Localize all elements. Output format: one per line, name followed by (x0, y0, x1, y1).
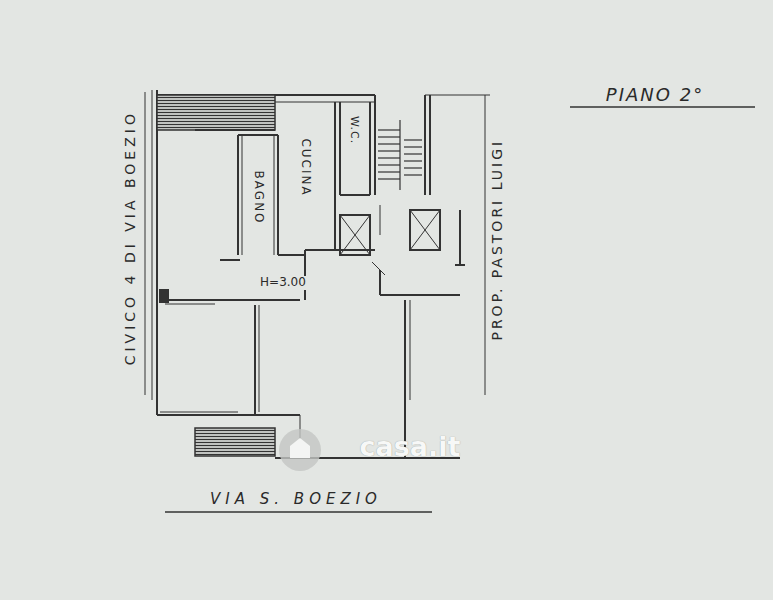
room-label: BAGNO (251, 171, 264, 225)
watermark: casa.it (360, 432, 461, 462)
street-label: VIA S. BOEZIO (210, 491, 382, 508)
room-label: W.C. (348, 116, 360, 144)
neighbour-label: PROP. PASTORI LUIGI (490, 139, 505, 341)
street-number-label: CIVICO 4 DI VIA BOEZIO (123, 110, 138, 365)
floor-title: PIANO 2° (606, 85, 704, 105)
room-label: CUCINA (298, 139, 311, 197)
watermark-logo (279, 429, 321, 471)
height-dimension: H=3.00 (258, 276, 308, 289)
